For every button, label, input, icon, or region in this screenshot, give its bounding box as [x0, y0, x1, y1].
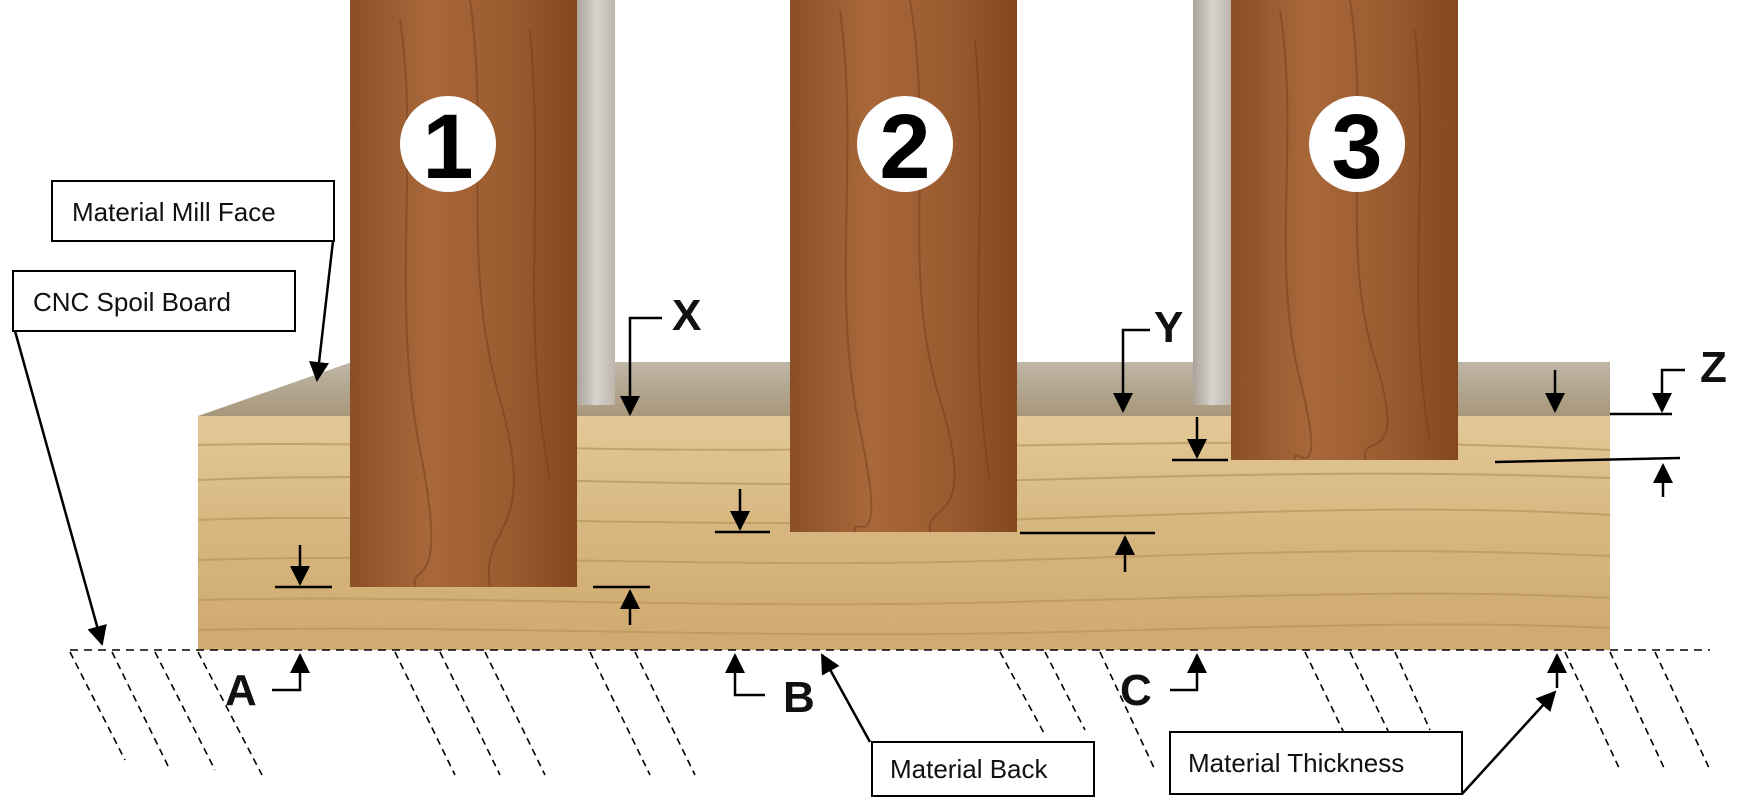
pocket-wall-3 — [1193, 0, 1231, 405]
callout-mill-face: Material Mill Face — [72, 197, 276, 227]
callout-spoil-board: CNC Spoil Board — [33, 287, 231, 317]
router-bit-2 — [790, 0, 1017, 532]
dimension-lines — [272, 316, 1685, 697]
bit-number-circle-3 — [1309, 96, 1405, 192]
router-bit-1 — [350, 0, 577, 587]
label-x: X — [672, 291, 701, 340]
callout-mill-face-box — [51, 180, 335, 242]
bit-number-3: 3 — [1331, 96, 1382, 198]
router-bit-3 — [1231, 0, 1458, 460]
bit-number-circle-2 — [857, 96, 953, 192]
callout-spoil-board-box — [12, 270, 296, 332]
bit-number-circle-1 — [400, 96, 496, 192]
leader-material-back — [820, 653, 872, 743]
bit-number-2: 2 — [879, 96, 930, 198]
pocket-wall-1 — [577, 0, 615, 405]
callout-material-thickness-box — [1169, 731, 1463, 795]
callout-material-thickness: Material Thickness — [1188, 748, 1404, 778]
leader-material-thickness — [1461, 690, 1557, 795]
label-c: C — [1120, 666, 1152, 715]
callout-material-back: Material Back — [890, 754, 1048, 784]
leader-mill-face — [309, 240, 335, 382]
label-z: Z — [1700, 343, 1727, 392]
leader-spoil-board — [13, 330, 107, 646]
label-a: A — [225, 666, 257, 715]
label-y: Y — [1154, 303, 1183, 352]
spoil-board-hatching — [69, 651, 1711, 776]
callout-material-back-box — [871, 741, 1095, 797]
label-b: B — [783, 673, 815, 722]
bit-number-1: 1 — [422, 96, 473, 198]
